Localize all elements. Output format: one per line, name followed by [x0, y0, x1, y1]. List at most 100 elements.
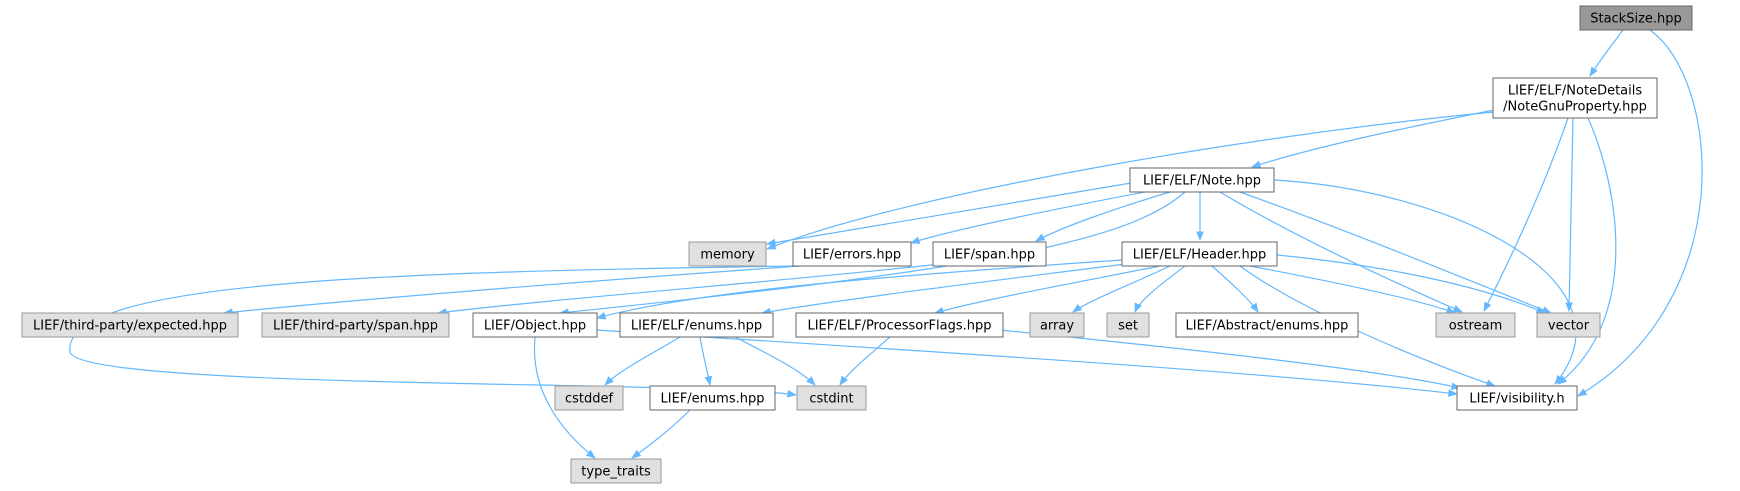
edge-note-to-memory: [766, 182, 1132, 247]
node-box: [796, 385, 867, 411]
node-label: LIEF/ELF/ProcessorFlags.hpp: [807, 319, 991, 334]
edge-line: [999, 329, 1461, 390]
node-box: [932, 241, 1047, 267]
edge-line: [437, 263, 941, 316]
node-label: array: [1040, 319, 1074, 334]
node-box: [1579, 5, 1693, 31]
edge-span-to-tpspan: [437, 263, 941, 316]
node-label: LIEF/enums.hpp: [661, 392, 765, 407]
edge-stacksize-to-notegnu: [1589, 29, 1624, 77]
node-label: vector: [1548, 319, 1590, 334]
node-box: [649, 385, 776, 411]
node-array: array: [1029, 312, 1085, 338]
edge-elfenums-to-cstdint: [734, 336, 816, 386]
node-liefenums[interactable]: LIEF/enums.hpp: [649, 385, 776, 411]
edge-note-to-errors: [910, 191, 1146, 244]
node-header[interactable]: LIEF/ELF/Header.hpp: [1121, 241, 1278, 267]
edge-line: [604, 336, 681, 386]
edge-notegnu-to-visibility: [1557, 117, 1617, 385]
edge-line: [1589, 29, 1624, 77]
node-label: LIEF/ELF/Note.hpp: [1143, 174, 1261, 189]
edge-header-to-procflags: [934, 265, 1161, 315]
node-label: LIEF/Abstract/enums.hpp: [1186, 319, 1349, 334]
edge-header-to-ostream: [1249, 265, 1456, 314]
edge-line: [1249, 265, 1456, 314]
edge-line: [1211, 265, 1259, 313]
node-cstdint: cstdint: [796, 385, 867, 411]
node-label: StackSize.hpp: [1590, 12, 1682, 27]
edge-line: [1072, 265, 1171, 313]
edge-line: [223, 265, 801, 316]
node-box: [1106, 312, 1150, 338]
edge-line: [699, 336, 713, 386]
node-label: LIEF/Object.hpp: [484, 319, 586, 334]
edge-line: [766, 111, 1495, 250]
edge-line: [734, 336, 816, 386]
edge-line: [839, 336, 891, 386]
edge-notegnu-to-memory: [766, 111, 1495, 250]
edge-note-to-ostream: [1219, 191, 1463, 313]
edge-errors-to-expected: [223, 265, 801, 316]
node-label: memory: [700, 248, 755, 263]
edge-header-to-visibility: [1239, 265, 1496, 387]
node-ostream: ostream: [1435, 312, 1516, 338]
node-span[interactable]: LIEF/span.hpp: [932, 241, 1047, 267]
edge-object-to-typetraits: [533, 336, 596, 459]
node-typetraits: type_traits: [570, 458, 662, 484]
edge-header-to-set: [1134, 265, 1186, 313]
edge-note-to-visibility: [1273, 179, 1577, 385]
node-box: [472, 312, 598, 338]
edge-elfenums-to-cstddef: [604, 336, 681, 386]
node-box: [688, 241, 767, 267]
node-label: set: [1118, 319, 1138, 334]
node-label: LIEF/errors.hpp: [803, 248, 901, 263]
edge-line: [1565, 117, 1574, 312]
edge-note-to-vector: [1239, 191, 1552, 314]
edge-header-to-absenums: [1211, 265, 1259, 313]
edge-stacksize-to-visibility: [1577, 29, 1703, 397]
node-label: type_traits: [581, 465, 651, 480]
node-label: ostream: [1449, 319, 1503, 334]
edge-liefenums-to-typetraits: [631, 409, 691, 459]
edge-notegnu-to-note: [1251, 109, 1495, 168]
edge-line: [910, 191, 1146, 244]
node-procflags[interactable]: LIEF/ELF/ProcessorFlags.hpp: [795, 312, 1004, 338]
edge-line: [1483, 117, 1569, 312]
edge-note-to-span: [1035, 191, 1171, 242]
node-box: [1175, 312, 1359, 338]
edge-notegnu-to-vector: [1565, 117, 1574, 312]
node-absenums[interactable]: LIEF/Abstract/enums.hpp: [1175, 312, 1359, 338]
node-memory: memory: [688, 241, 767, 267]
node-box: [21, 312, 239, 338]
edge-line: [1276, 254, 1546, 314]
edge-elfenums-to-liefenums: [699, 336, 713, 386]
node-label: LIEF/ELF/Header.hpp: [1133, 248, 1266, 263]
edges-layer: [69, 29, 1703, 459]
node-label: cstdint: [809, 392, 853, 407]
edge-header-to-elfenums: [761, 263, 1126, 316]
node-label: LIEF/visibility.h: [1469, 392, 1564, 407]
node-label: LIEF/ELF/enums.hpp: [631, 319, 762, 334]
node-expected: LIEF/third-party/expected.hpp: [21, 312, 239, 338]
edge-header-to-vector: [1276, 254, 1546, 314]
node-label: cstddef: [565, 392, 614, 407]
node-box: [795, 312, 1004, 338]
node-visibility[interactable]: LIEF/visibility.h: [1456, 385, 1578, 411]
edge-line: [1577, 29, 1703, 397]
node-label: LIEF/span.hpp: [944, 248, 1035, 263]
edge-line: [761, 263, 1126, 316]
edge-line: [1219, 191, 1463, 313]
node-label: LIEF/ELF/NoteDetails: [1508, 84, 1643, 99]
node-note[interactable]: LIEF/ELF/Note.hpp: [1129, 167, 1275, 193]
node-box: [792, 241, 912, 267]
edge-line: [1273, 179, 1577, 385]
node-elfenums[interactable]: LIEF/ELF/enums.hpp: [619, 312, 774, 338]
edge-line: [1239, 191, 1552, 314]
node-errors[interactable]: LIEF/errors.hpp: [792, 241, 912, 267]
node-label: LIEF/third-party/span.hpp: [273, 319, 438, 334]
node-box: [1029, 312, 1085, 338]
node-box: [1456, 385, 1578, 411]
node-object[interactable]: LIEF/Object.hpp: [472, 312, 598, 338]
node-notegnu[interactable]: LIEF/ELF/NoteDetails/NoteGnuProperty.hpp: [1492, 77, 1658, 119]
